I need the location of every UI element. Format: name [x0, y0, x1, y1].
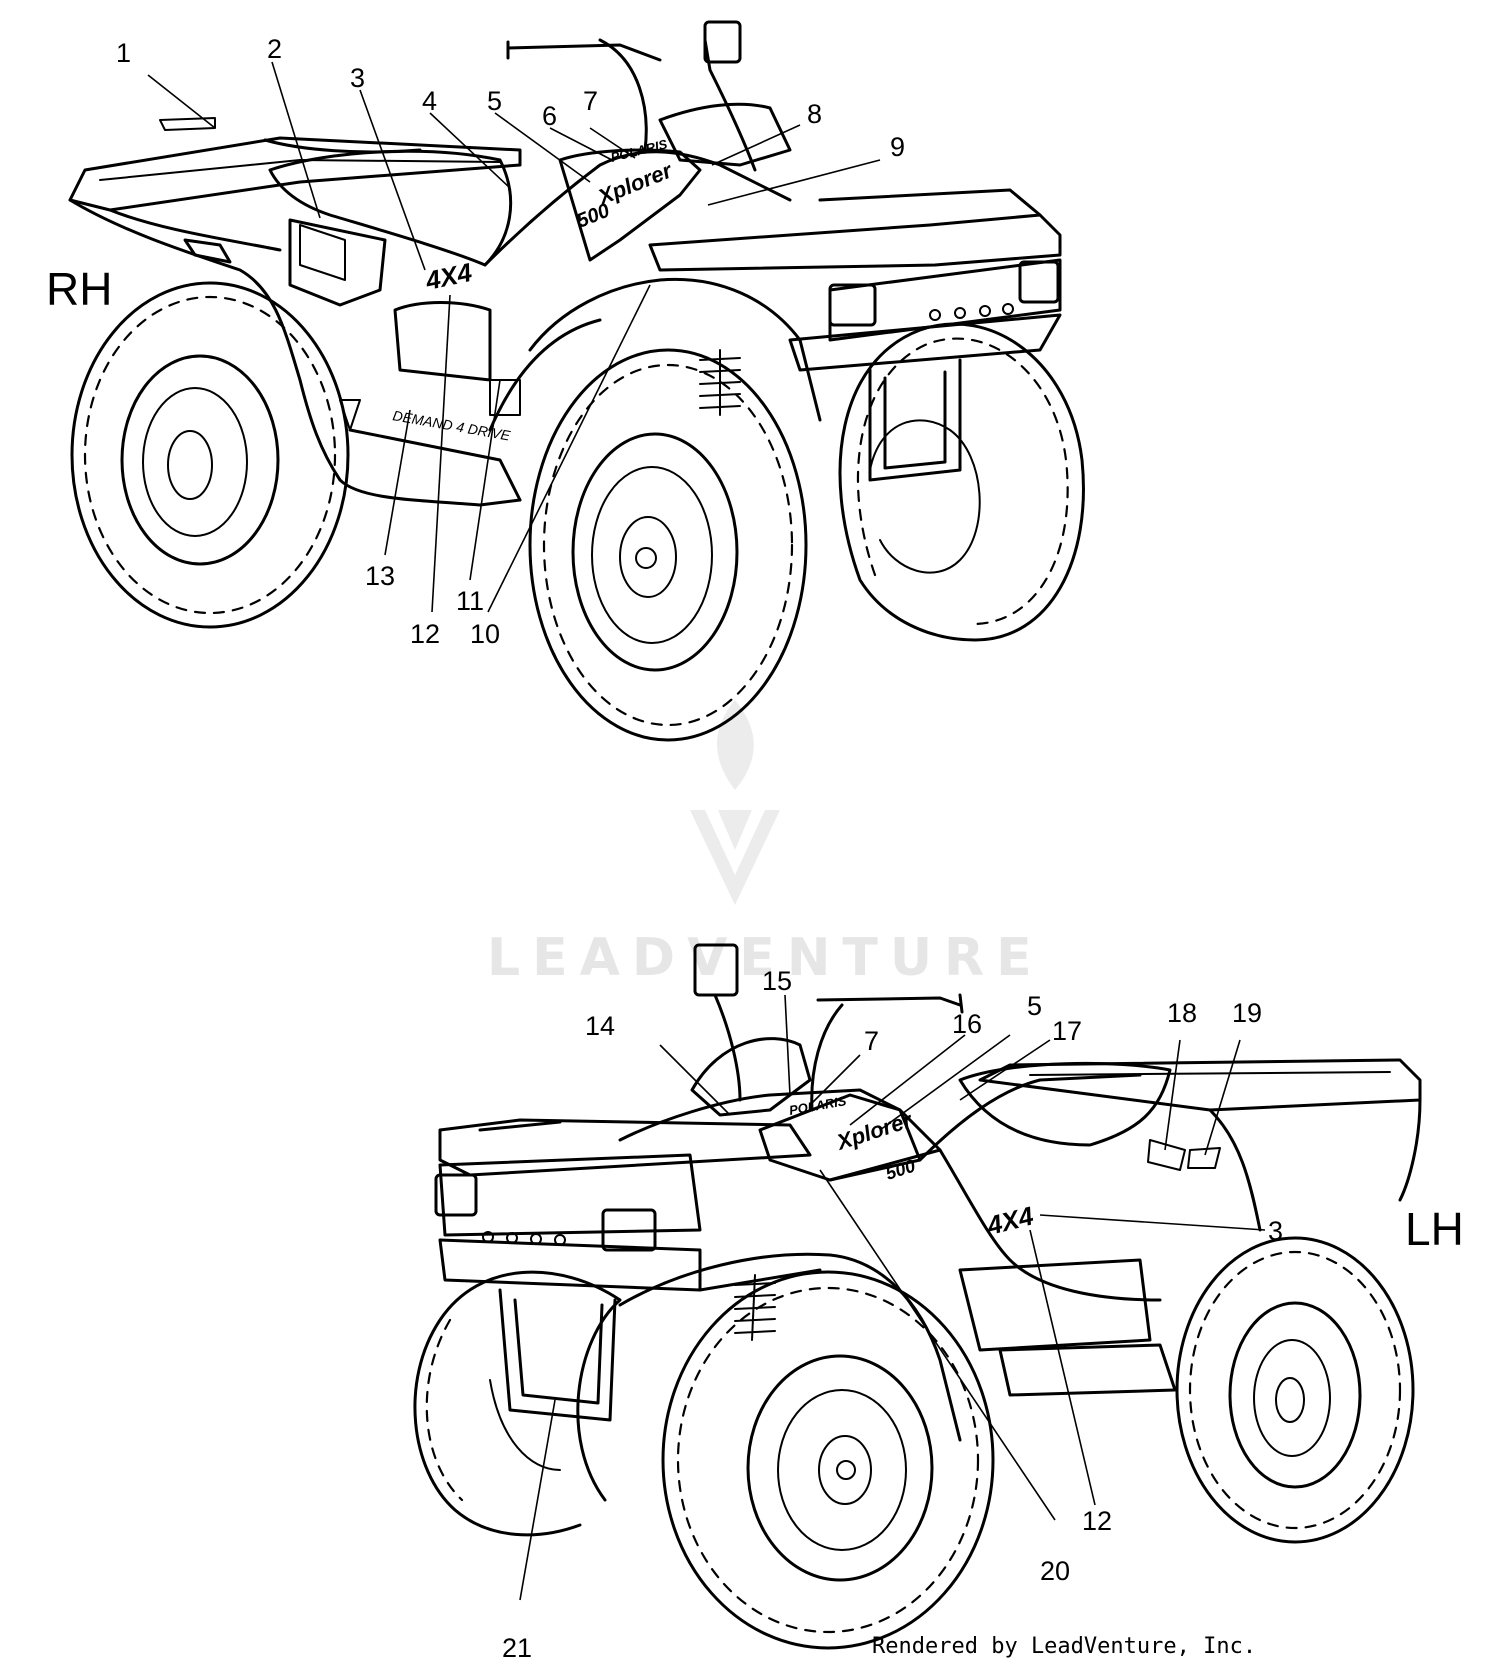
- rh-rear-wheel: [70, 281, 350, 629]
- rh-front-far-wheel: [838, 322, 1085, 642]
- lh-4x4-decal: 4X4: [983, 1200, 1037, 1241]
- callout-rh-13: 13: [365, 561, 395, 591]
- callout-rh-1: 1: [116, 38, 131, 68]
- rh-front-wheel: [528, 348, 808, 742]
- lh-front-far-wheel: [413, 1270, 622, 1537]
- callout-rh-4: 4: [422, 86, 437, 116]
- callout-rh-10: 10: [470, 619, 500, 649]
- watermark: LEADVENTURE: [487, 700, 1044, 988]
- callout-rh-11: 11: [456, 586, 484, 616]
- callout-rh-7: 7: [583, 86, 598, 116]
- view-label-rh: RH: [46, 263, 112, 315]
- callout-lh-12: 12: [1082, 1506, 1112, 1536]
- callout-lh-18: 18: [1167, 998, 1197, 1028]
- rh-4x4-decal: 4X4: [422, 257, 475, 296]
- lh-body: [434, 943, 1422, 1442]
- callout-lh-19: 19: [1232, 998, 1262, 1028]
- footer-credit: Rendered by LeadVenture, Inc.: [872, 1634, 1257, 1659]
- callout-rh-2: 2: [267, 34, 282, 64]
- callout-rh-6: 6: [542, 101, 557, 131]
- atv-right-side-view: RH: [46, 20, 1085, 742]
- callout-lh-15: 15: [762, 966, 792, 996]
- rh-leader-lines: [147, 61, 881, 613]
- rh-decals: 4X4 Xplorer 500 POLARIS DEMAND 4 DRIVE: [391, 136, 676, 443]
- rh-callouts: 1 2 3 4 5 6 7 8 9 10 11 12 13: [116, 34, 905, 649]
- rh-body: [68, 20, 1062, 507]
- lh-front-wheel: [661, 1270, 995, 1650]
- callout-rh-12: 12: [410, 619, 440, 649]
- atv-left-side-view: LH: [413, 943, 1464, 1663]
- callout-rh-9: 9: [890, 132, 905, 162]
- lh-model-decal: Xplorer: [832, 1107, 916, 1156]
- callout-rh-5: 5: [487, 86, 502, 116]
- callout-lh-17: 17: [1052, 1016, 1082, 1046]
- callout-lh-21: 21: [502, 1633, 532, 1663]
- lh-rear-wheel: [1175, 1236, 1415, 1544]
- lh-leader-lines: [519, 994, 1266, 1601]
- lh-decals: 4X4 Xplorer 500 POLARIS: [788, 1093, 1037, 1241]
- watermark-text: LEADVENTURE: [487, 928, 1044, 988]
- callout-lh-14: 14: [585, 1011, 615, 1041]
- callout-rh-3: 3: [350, 63, 365, 93]
- callout-lh-5: 5: [1027, 991, 1042, 1021]
- lh-engine-decal: 500: [883, 1155, 918, 1183]
- callout-rh-8: 8: [807, 99, 822, 129]
- view-label-lh: LH: [1405, 1203, 1464, 1255]
- callout-lh-3: 3: [1268, 1216, 1283, 1246]
- callout-lh-7: 7: [864, 1026, 879, 1056]
- lh-callouts: 15 14 7 16 5 17 18 19 3 12 20 21: [502, 966, 1283, 1663]
- callout-lh-16: 16: [952, 1009, 982, 1039]
- watermark-logo-icon: [690, 700, 780, 905]
- callout-lh-20: 20: [1040, 1556, 1070, 1586]
